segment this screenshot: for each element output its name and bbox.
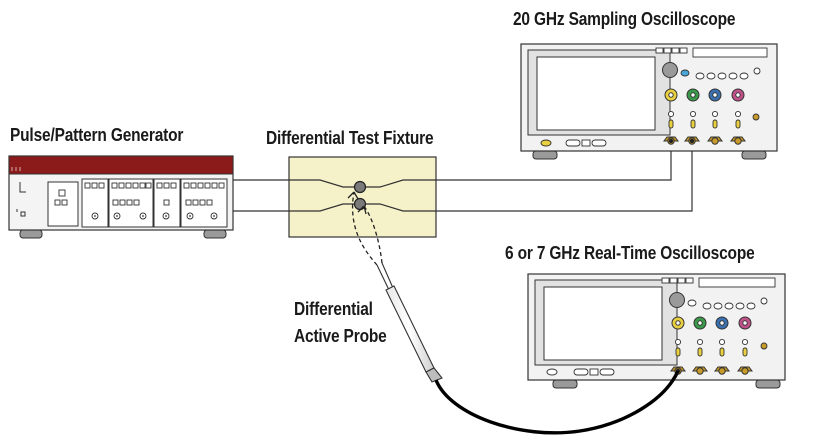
differential-active-probe xyxy=(347,191,680,435)
test-fixture-label: Differential Test Fixture xyxy=(266,128,434,148)
fixture-probe-point-positive xyxy=(353,180,367,194)
probe-label-line1: Differential xyxy=(294,299,373,319)
generator-top-band xyxy=(8,155,234,175)
realtime-oscilloscope-label: 6 or 7 GHz Real-Time Oscilloscope xyxy=(505,243,755,263)
pattern-generator-label: Pulse/Pattern Generator xyxy=(10,125,184,145)
probe-label-line2: Active Probe xyxy=(294,326,387,346)
pattern-generator xyxy=(8,155,234,239)
realtime-oscilloscope xyxy=(527,273,786,389)
sampling-oscilloscope-label: 20 GHz Sampling Oscilloscope xyxy=(513,9,736,29)
signal-cables xyxy=(233,147,693,212)
differential-test-fixture xyxy=(288,156,437,238)
sampling-oscilloscope xyxy=(520,43,778,160)
